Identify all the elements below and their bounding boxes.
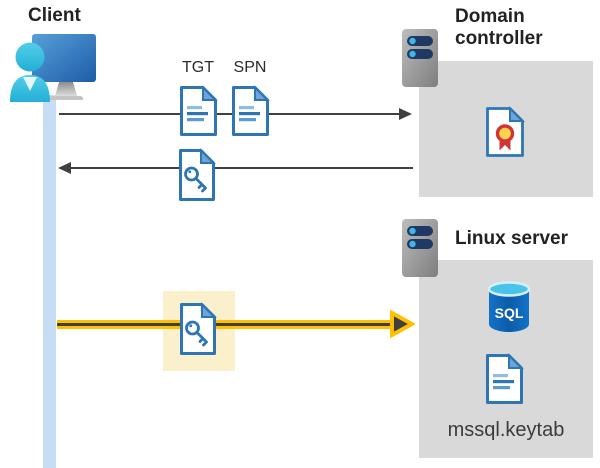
keytab-document-icon <box>486 353 524 404</box>
client-label: Client <box>28 5 81 26</box>
linux-server-label: Linux server <box>455 228 568 249</box>
monitor-icon <box>32 34 96 82</box>
monitor-base <box>48 95 84 100</box>
request-arrow-head-icon <box>399 108 412 120</box>
sql-database-icon: SQL <box>487 281 531 332</box>
domain-controller-server-icon <box>402 29 438 87</box>
tgt-label: TGT <box>182 59 214 76</box>
key-document-icon <box>179 148 216 201</box>
ticket-key-document-icon <box>180 302 217 355</box>
certificate-icon <box>486 106 525 157</box>
tgt-document-icon <box>180 85 218 136</box>
linux-server-icon <box>402 219 438 277</box>
client-lifeline <box>43 95 56 468</box>
response-arrow-line <box>70 167 413 169</box>
client-computer-icon <box>10 34 96 102</box>
response-arrow-head-icon <box>58 162 71 174</box>
spn-document-icon <box>232 85 270 136</box>
sql-text: SQL <box>495 305 524 321</box>
monitor-stand <box>55 82 77 96</box>
user-icon <box>10 42 50 102</box>
request-arrow-line <box>59 113 399 115</box>
ticket-arrow-head-icon <box>390 309 415 339</box>
spn-label: SPN <box>233 59 267 76</box>
ticket-arrow-core <box>57 323 397 326</box>
keytab-label: mssql.keytab <box>447 419 565 441</box>
domain-controller-label: Domain controller <box>455 6 543 49</box>
